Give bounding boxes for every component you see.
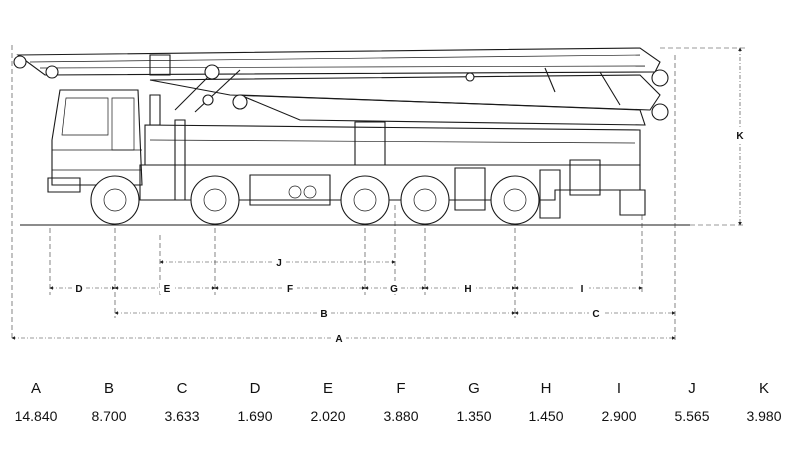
dim-value-A: 14.840 xyxy=(14,408,58,424)
dim-value-K: 3.980 xyxy=(746,408,782,424)
dim-header-B: B xyxy=(103,380,114,397)
dim-header-K: K xyxy=(758,380,769,397)
dim-header-H: H xyxy=(540,380,552,397)
dimension-lines xyxy=(11,47,745,340)
dim-header-J: J xyxy=(688,380,696,397)
axle-extension-lines xyxy=(49,205,643,318)
dim-label-K: K xyxy=(736,131,744,142)
dim-label-G: G xyxy=(390,284,398,295)
dim-value-E: 2.020 xyxy=(310,408,346,424)
dim-label-I: I xyxy=(581,284,584,295)
dim-header-A: A xyxy=(30,380,41,397)
boom-assembly xyxy=(13,47,669,126)
dim-value-C: 3.633 xyxy=(164,408,200,424)
concrete-pump-truck-drawing: J D E F G H I B C A K xyxy=(11,45,748,345)
dim-value-J: 5.565 xyxy=(674,408,710,424)
dim-label-C: C xyxy=(592,309,599,320)
wheel-5 xyxy=(490,175,540,225)
dim-header-G: G xyxy=(468,380,480,397)
dim-label-A: A xyxy=(335,334,342,345)
dim-label-D: D xyxy=(75,284,82,295)
dim-value-I: 2.900 xyxy=(601,408,637,424)
dimension-labels: J D E F G H I B C A K xyxy=(72,128,748,345)
wheels xyxy=(90,175,540,225)
dim-value-B: 8.700 xyxy=(91,408,127,424)
dim-label-E: E xyxy=(164,284,171,295)
wheel-3 xyxy=(340,175,390,225)
wheel-2 xyxy=(190,175,240,225)
dim-header-I: I xyxy=(616,380,622,397)
dim-header-F: F xyxy=(396,380,406,397)
dim-label-F: F xyxy=(287,284,293,295)
dim-value-G: 1.350 xyxy=(456,408,492,424)
dim-value-D: 1.690 xyxy=(237,408,273,424)
dim-label-H: H xyxy=(464,284,471,295)
chassis xyxy=(139,94,646,219)
wheel-4 xyxy=(400,175,450,225)
dim-value-F: 3.880 xyxy=(383,408,419,424)
dim-value-H: 1.450 xyxy=(528,408,564,424)
dim-header-E: E xyxy=(322,380,333,397)
dim-header-C: C xyxy=(176,380,188,397)
truck-cab xyxy=(47,89,143,193)
dim-header-D: D xyxy=(249,380,261,397)
dim-label-B: B xyxy=(320,309,327,320)
dim-label-J: J xyxy=(276,258,282,269)
wheel-1 xyxy=(90,175,140,225)
dimension-values-table: A 14.840 B 8.700 C 3.633 D 1.690 E 2.020… xyxy=(0,370,800,440)
